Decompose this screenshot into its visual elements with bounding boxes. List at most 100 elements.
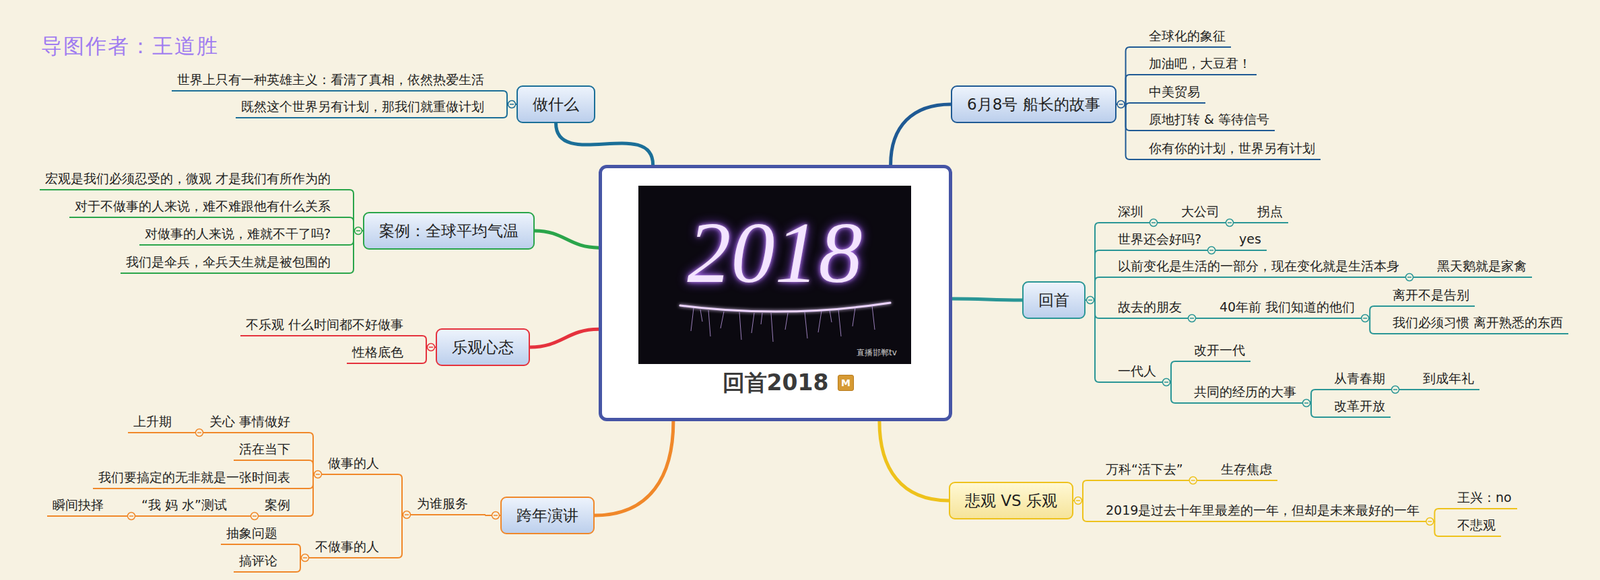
subtopic: 我们要搞定的无非就是一张时间表 [92, 468, 308, 490]
topic-text: 乐观心态 [451, 337, 514, 359]
toggle-minus [129, 515, 134, 518]
spark [739, 312, 742, 341]
topic-text: 共同的经历的大事 [1193, 383, 1297, 401]
spark [872, 305, 875, 330]
toggle-ring [354, 227, 363, 236]
topic-text: 上升期 [133, 412, 172, 431]
subtopic: 抽象问题 [220, 523, 295, 546]
subtopic: 深圳 [1100, 202, 1149, 224]
topic-text: 故去的朋友 [1117, 298, 1182, 316]
toggle-ring [1303, 400, 1311, 408]
branch-topic: 案例：全球平均气温 [362, 212, 535, 250]
branch-topic: 悲观 VS 乐观 [948, 482, 1074, 520]
collapse-toggle [301, 554, 310, 563]
subtopic: 40年前 我们知道的他们 [1202, 297, 1361, 320]
topic-text: 悲观 VS 乐观 [964, 490, 1058, 512]
collapse-toggle [354, 227, 363, 236]
toggle-ring [403, 511, 411, 520]
subtopic: 世界还会好吗? [1100, 229, 1207, 252]
spark [838, 309, 842, 337]
branch-line [348, 189, 363, 231]
collapse-toggle [1188, 315, 1196, 323]
subtopic: 改开一代 [1176, 340, 1251, 363]
central-ground [598, 164, 953, 422]
watermark: 直播邯郸tv [856, 347, 897, 359]
collapse-toggle [403, 511, 411, 520]
topic-text: 改开一代 [1193, 341, 1246, 359]
topic-text: 离开不是告别 [1392, 286, 1470, 304]
subtopic: 共同的经历的大事 [1176, 382, 1302, 405]
collapse-toggle [508, 101, 516, 109]
subtopic: 故去的朋友 [1100, 297, 1188, 320]
topic-text: 世界还会好吗? [1117, 230, 1202, 248]
subtopic: 加油吧，大豆君！ [1131, 53, 1257, 76]
collapse-toggle [427, 344, 436, 352]
subtopic: 拐点 [1239, 202, 1289, 224]
topic-text: 生存焦虑 [1220, 460, 1273, 479]
topic-text: 我们要搞定的无非就是一张时间表 [98, 468, 291, 487]
subtopic: 一代人 [1100, 361, 1162, 384]
topic-text: 抽象问题 [226, 524, 278, 543]
topic-text: 跨年演讲 [516, 505, 579, 527]
subtopic: 搞评论 [233, 551, 295, 574]
toggle-minus [1119, 103, 1124, 106]
topic-text: 不悲观 [1457, 516, 1496, 535]
toggle-minus [493, 515, 498, 517]
topic-text: 大公司 [1181, 202, 1220, 221]
topic-text: 世界上只有一种英雄主义：看清了真相，依然热爱生活 [177, 70, 485, 89]
spark [760, 313, 763, 325]
topic-text: 原地打转 & 等待信号 [1148, 110, 1270, 128]
photo-year: 2018 [638, 205, 912, 300]
topic-text: 案例 [264, 496, 291, 514]
toggle-ring [1162, 379, 1171, 387]
sparks [690, 305, 875, 343]
spark [771, 313, 774, 343]
subtopic: 从青春期 [1316, 369, 1391, 391]
toggle-ring [1189, 477, 1197, 485]
toggle-minus [404, 514, 409, 516]
topic-text: 对做事的人来说，难就不干了吗? [144, 224, 331, 243]
branch-line [396, 515, 412, 559]
spark [818, 311, 822, 333]
subtopic: 世界上只有一种英雄主义：看清了真相，依然热爱生活 [171, 70, 502, 92]
toggle-ring [1391, 386, 1400, 394]
topic-text: 既然这个世界另有计划，那我们就重做计划 [241, 97, 485, 116]
branch-line [1116, 74, 1132, 105]
toggle-ring [427, 344, 436, 352]
toggle-minus [428, 346, 433, 349]
toggle-ring [1426, 518, 1434, 526]
subtopic: 全球化的象征 [1131, 26, 1231, 48]
toggle-ring [1361, 315, 1370, 323]
collapse-toggle [1361, 315, 1370, 323]
topic-text: 改革开放 [1334, 397, 1386, 415]
branch-topic: 6月8号 船长的故事 [950, 85, 1117, 124]
toggle-minus [252, 515, 257, 518]
branch-line [307, 474, 323, 517]
topic-text: 性格底色 [352, 343, 404, 361]
subtopic: 为谁服务 [411, 494, 486, 516]
central-title: 回首2018 [722, 369, 829, 397]
topic-text: 到成年礼 [1422, 369, 1475, 388]
branch-line [1116, 104, 1132, 160]
subtopic: 中美贸易 [1131, 82, 1206, 104]
subtopic: 王兴：no [1439, 488, 1518, 510]
spark [720, 311, 724, 329]
subtopic: 我们是伞兵，伞兵天生就是被包围的 [120, 252, 349, 275]
subtopic: 万科“活下去” [1088, 459, 1189, 482]
collapse-toggle [1117, 101, 1125, 109]
subtopic: 不做事的人 [309, 537, 397, 559]
subtopic: 关心 事情做好 [204, 412, 308, 434]
subtopic: 到成年礼 [1405, 369, 1480, 391]
collapse-toggle [195, 429, 204, 438]
topic-text: 搞评论 [239, 552, 278, 570]
subtopic: 对于不做事的人来说，难不难跟他有什么关系 [69, 196, 349, 219]
subtopic: 改革开放 [1316, 396, 1391, 419]
subtopic: 性格底色 [346, 342, 421, 365]
collapse-toggle [1162, 379, 1171, 387]
spark [804, 312, 808, 339]
branch-line [396, 474, 412, 516]
topic-text: 一代人 [1117, 362, 1157, 380]
spark [751, 313, 755, 334]
photo-ground [638, 185, 912, 365]
subtopic: 以前变化是生活的一部分，现在变化就是生活本身 [1100, 256, 1405, 279]
